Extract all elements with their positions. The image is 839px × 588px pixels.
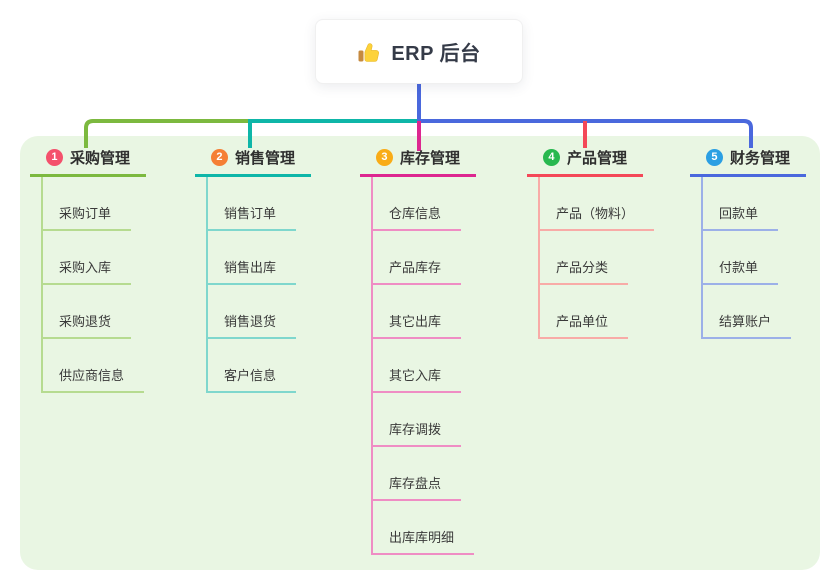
item-row: 采购退货 xyxy=(43,285,144,339)
item-row: 库存调拨 xyxy=(373,393,474,447)
item-node[interactable]: 回款单 xyxy=(703,203,779,231)
item-row: 回款单 xyxy=(703,177,791,231)
item-node[interactable]: 采购订单 xyxy=(43,203,132,231)
item-node[interactable]: 仓库信息 xyxy=(373,203,462,231)
item-node[interactable]: 其它出库 xyxy=(373,311,462,339)
branch-label: 采购管理 xyxy=(69,150,130,167)
item-row: 销售退货 xyxy=(208,285,297,339)
branch-label: 财务管理 xyxy=(729,150,790,167)
item-node[interactable]: 供应商信息 xyxy=(43,365,145,393)
item-node[interactable]: 产品（物料） xyxy=(540,203,655,231)
item-row: 产品单位 xyxy=(540,285,654,339)
item-node[interactable]: 出库库明细 xyxy=(373,527,475,555)
item-node[interactable]: 产品库存 xyxy=(373,257,462,285)
branch-title-node[interactable]: 2 销售管理 xyxy=(195,146,311,177)
item-node[interactable]: 销售出库 xyxy=(208,257,297,285)
number-badge: 2 xyxy=(210,149,228,166)
branch-5: 5 财务管理回款单付款单结算账户 xyxy=(690,146,839,339)
branch-1: 1 采购管理采购订单采购入库采购退货供应商信息 xyxy=(30,146,195,393)
item-node[interactable]: 库存调拨 xyxy=(373,419,462,447)
branch-label: 销售管理 xyxy=(234,150,295,167)
number-badge: 5 xyxy=(705,149,723,166)
branch-items: 产品（物料） 产品分类产品单位 xyxy=(538,177,655,339)
branch-title-node[interactable]: 1 采购管理 xyxy=(30,146,146,177)
item-row: 客户信息 xyxy=(208,339,297,393)
item-row: 供应商信息 xyxy=(43,339,145,393)
root-node-erp[interactable]: ERP 后台 xyxy=(315,19,523,84)
branch-label: 产品管理 xyxy=(566,150,627,167)
number-badge: 1 xyxy=(45,149,63,166)
root-title: ERP 后台 xyxy=(391,43,481,65)
item-row: 仓库信息 xyxy=(373,177,474,231)
item-row: 产品（物料） xyxy=(540,177,655,231)
branch-title-node[interactable]: 4 产品管理 xyxy=(527,146,643,177)
branch-items: 回款单付款单结算账户 xyxy=(701,177,792,339)
branch-3: 3 库存管理仓库信息产品库存其它出库其它入库库存调拨库存盘点出库库明细 xyxy=(360,146,525,555)
item-row: 销售出库 xyxy=(208,231,297,285)
item-node[interactable]: 产品单位 xyxy=(540,311,629,339)
item-node[interactable]: 销售退货 xyxy=(208,311,297,339)
branch-items: 销售订单销售出库销售退货客户信息 xyxy=(206,177,297,393)
item-node[interactable]: 销售订单 xyxy=(208,203,297,231)
item-row: 库存盘点 xyxy=(373,447,474,501)
item-row: 产品库存 xyxy=(373,231,474,285)
item-row: 采购入库 xyxy=(43,231,144,285)
item-node[interactable]: 客户信息 xyxy=(208,365,297,393)
item-node[interactable]: 库存盘点 xyxy=(373,473,462,501)
item-node[interactable]: 其它入库 xyxy=(373,365,462,393)
item-row: 付款单 xyxy=(703,231,791,285)
number-badge: 3 xyxy=(375,149,393,166)
item-row: 产品分类 xyxy=(540,231,654,285)
item-row: 结算账户 xyxy=(703,285,792,339)
item-node[interactable]: 结算账户 xyxy=(703,311,792,339)
item-node[interactable]: 采购入库 xyxy=(43,257,132,285)
number-badge: 4 xyxy=(542,149,560,166)
mindmap-panel xyxy=(20,136,820,570)
item-node[interactable]: 付款单 xyxy=(703,257,779,285)
item-node[interactable]: 产品分类 xyxy=(540,257,629,285)
item-row: 出库库明细 xyxy=(373,501,475,555)
thumbs-up-icon xyxy=(358,42,380,62)
item-row: 其它入库 xyxy=(373,339,474,393)
item-row: 其它出库 xyxy=(373,285,474,339)
branch-items: 仓库信息产品库存其它出库其它入库库存调拨库存盘点出库库明细 xyxy=(371,177,475,555)
item-row: 销售订单 xyxy=(208,177,297,231)
branch-2: 2 销售管理销售订单销售出库销售退货客户信息 xyxy=(195,146,360,393)
branch-label: 库存管理 xyxy=(399,150,460,167)
branch-4: 4 产品管理产品（物料） 产品分类产品单位 xyxy=(527,146,692,339)
branch-title-node[interactable]: 5 财务管理 xyxy=(690,146,806,177)
item-row: 采购订单 xyxy=(43,177,144,231)
branch-items: 采购订单采购入库采购退货供应商信息 xyxy=(41,177,145,393)
branch-title-node[interactable]: 3 库存管理 xyxy=(360,146,476,177)
item-node[interactable]: 采购退货 xyxy=(43,311,132,339)
